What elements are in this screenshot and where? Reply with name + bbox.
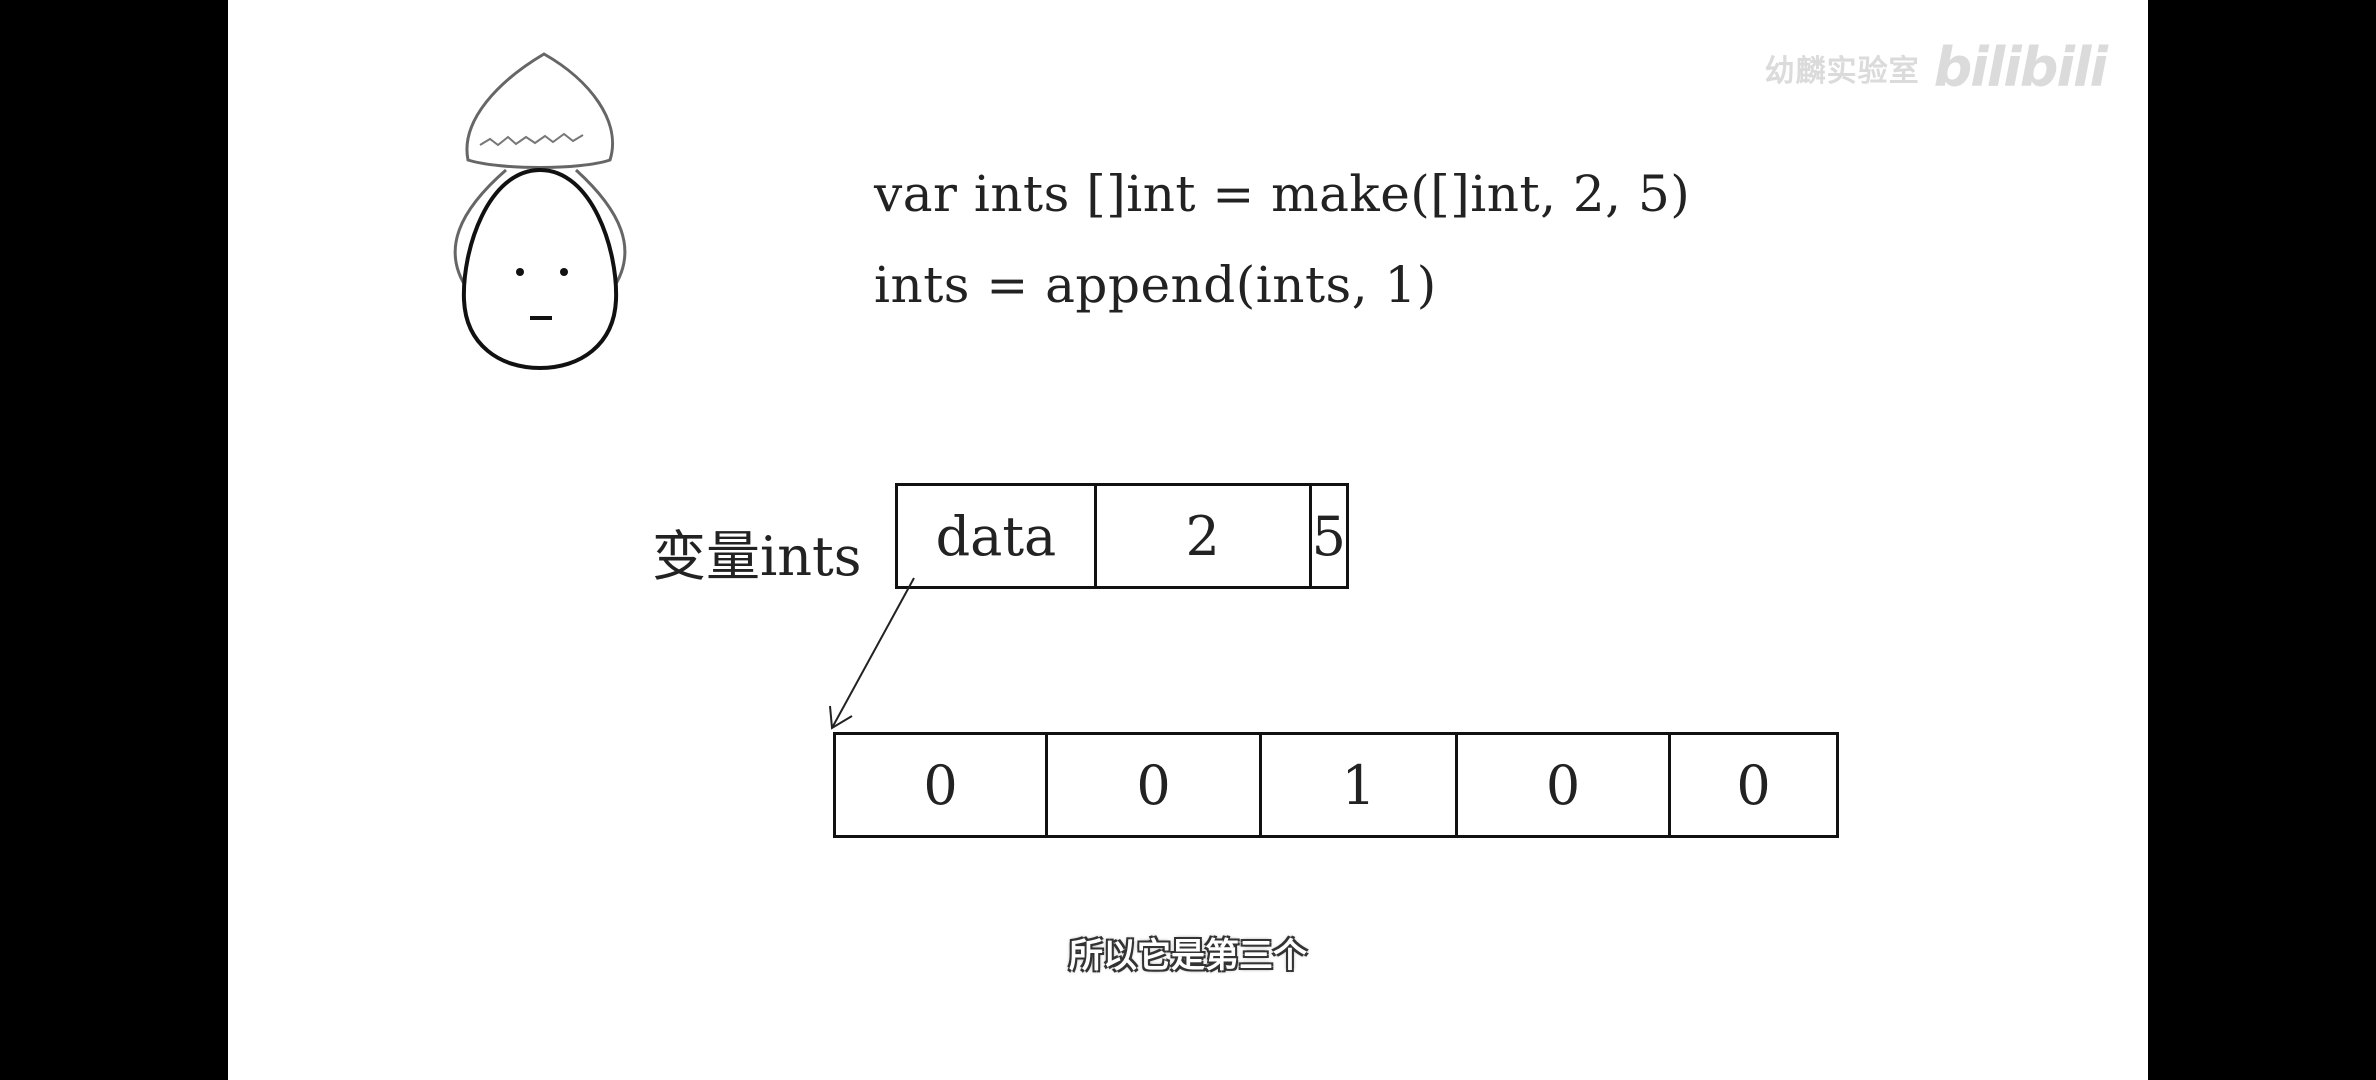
data-pointer-arrow: [829, 577, 915, 730]
video-subtitle: 所以它是第三个: [1069, 936, 1307, 976]
watermark-text: 幼麟实验室: [1764, 53, 1920, 89]
slice-header-cell-data: data: [935, 504, 1057, 568]
array-cell: 0: [1455, 735, 1668, 835]
video-frame: var ints []int = make([]int, 2, 5) ints …: [228, 0, 2148, 1080]
array-cell: 1: [1259, 735, 1455, 835]
code-line-make: var ints []int = make([]int, 2, 5): [874, 165, 1691, 223]
code-line-append: ints = append(ints, 1): [874, 256, 1437, 314]
cartoon-character-illustration: [453, 52, 627, 371]
variable-label: 变量ints: [652, 525, 862, 588]
array-cell: 0: [1045, 735, 1259, 835]
array-cell: 0: [1668, 735, 1836, 835]
watermark: 幼麟实验室 bilibili: [1764, 36, 2108, 99]
slice-header-box: data 2 5: [895, 483, 1349, 589]
slice-header-cell-cap: 5: [1308, 486, 1346, 586]
bilibili-logo: bilibili: [1933, 36, 2108, 99]
slice-header-cell-len: 2: [1093, 486, 1309, 586]
array-cell: 0: [923, 753, 958, 817]
backing-array-box: 0 0 1 0 0: [833, 732, 1839, 838]
